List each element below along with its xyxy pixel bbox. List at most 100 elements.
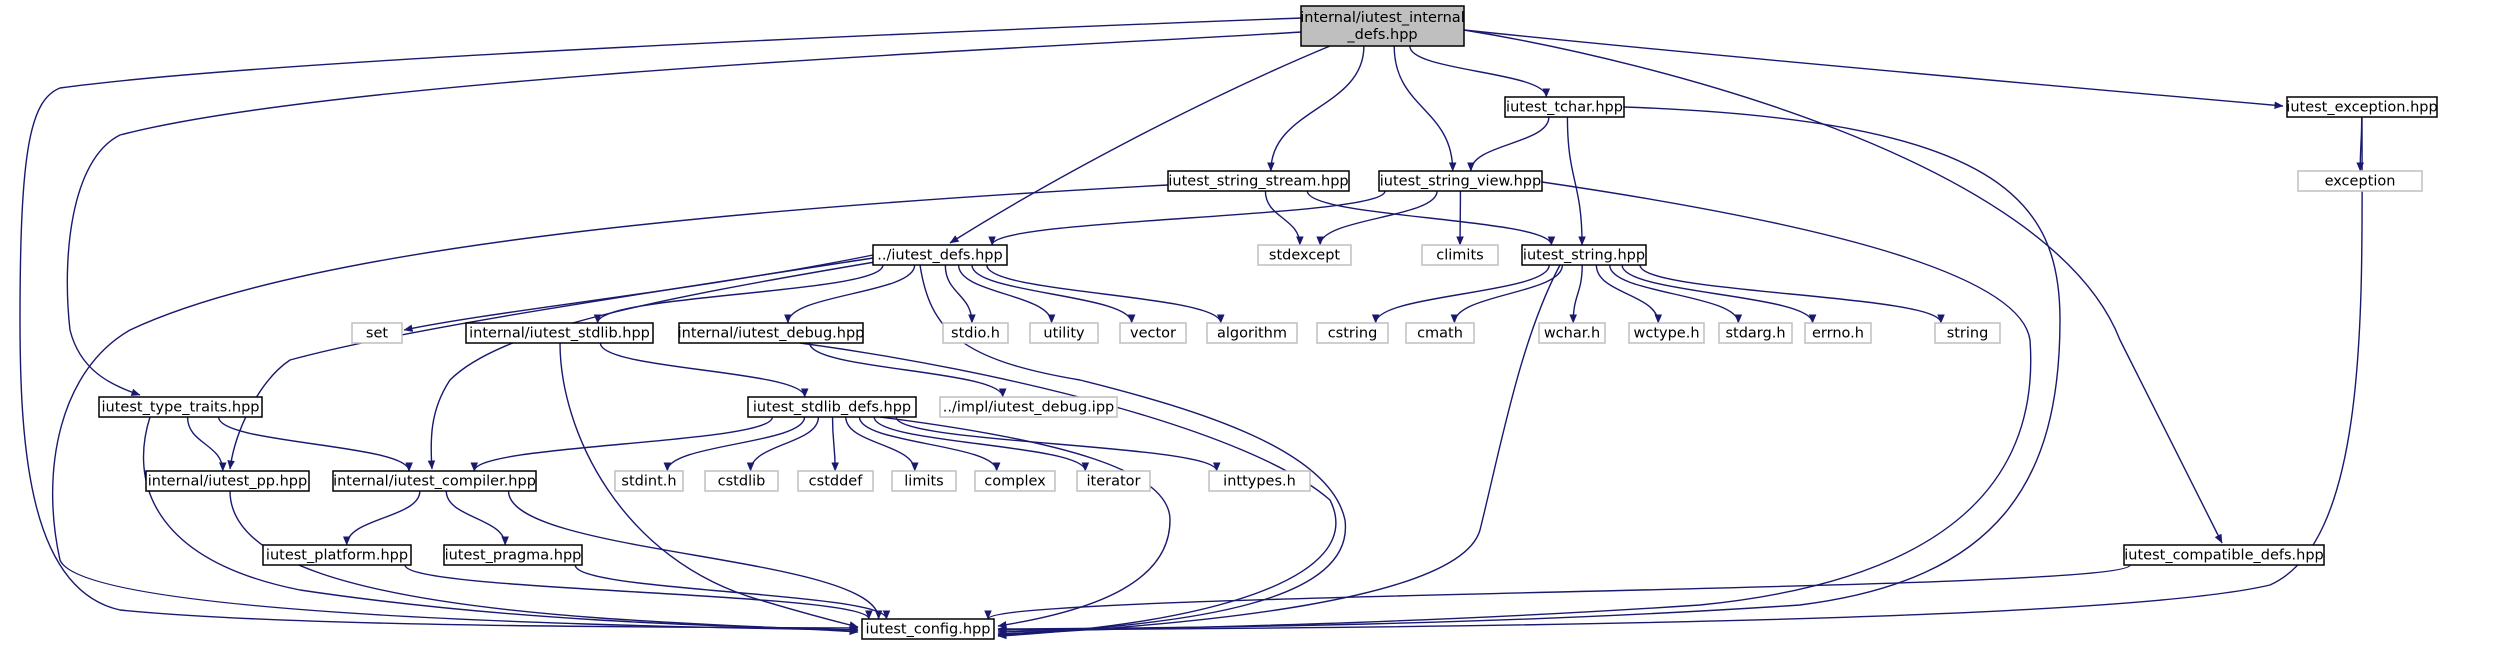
node-label: iutest_type_traits.hpp <box>102 400 260 416</box>
edge-string_hpp-to-errno <box>1621 264 1817 324</box>
edge-stdlib_hpp-to-config <box>559 342 859 629</box>
node-string-stream[interactable]: iutest_string_stream.hpp <box>1167 170 1350 192</box>
edge-compiler-to-platform <box>342 490 421 546</box>
edge-tchar-to-string_hpp <box>1566 116 1586 246</box>
edge-exception_hpp-to-config <box>997 117 2363 634</box>
node-label: internal/iutest_compiler.hpp <box>333 474 536 490</box>
node-limits: limits <box>891 470 957 492</box>
node-box <box>1421 244 1499 266</box>
node-label: cstring <box>1328 326 1378 342</box>
edge-compiler-to-pragma <box>445 490 509 546</box>
node-string-hpp[interactable]: iutest_string.hpp <box>1521 244 1647 266</box>
edge-string_hpp-to-stdarg <box>1609 264 1743 324</box>
edge-defs-to-utility <box>957 264 1056 324</box>
edge-root-to-type_traits <box>66 31 1302 396</box>
edge-string_hpp-to-cstring <box>1371 264 1550 324</box>
edge-stdlib_defs-to-inttypes <box>895 416 1221 472</box>
node-label: iutest_string.hpp <box>1523 248 1645 264</box>
node-label: errno.h <box>1812 326 1864 342</box>
node-box <box>872 244 1008 266</box>
node-label: iutest_platform.hpp <box>266 548 408 564</box>
node-box <box>2286 96 2438 118</box>
node-box <box>1504 96 1625 118</box>
edge-stdlib_defs-to-iterator <box>873 416 1090 472</box>
node-label: vector <box>1130 326 1176 342</box>
node-wchar: wchar.h <box>1538 322 1606 344</box>
edge-defs-to-set <box>403 254 874 332</box>
node-stdlib-hpp[interactable]: internal/iutest_stdlib.hpp <box>465 322 654 344</box>
edge-platform-to-config <box>404 564 873 620</box>
edge-string_hpp-to-config <box>997 264 1561 639</box>
edge-stdlib_defs-to-cstddef <box>831 416 839 472</box>
edge-debug_hpp-to-debug_ipp <box>808 342 1007 398</box>
node-label: internal/iutest_debug.hpp <box>678 326 865 342</box>
edge-string_stream-to-config <box>51 184 1169 634</box>
node-wctype: wctype.h <box>1628 322 1705 344</box>
node-compatible[interactable]: iutest_compatible_defs.hpp <box>2123 544 2325 566</box>
node-label: string <box>1947 326 1989 342</box>
node-box <box>1405 322 1475 344</box>
node-climits: climits <box>1421 244 1499 266</box>
node-stdlib-defs[interactable]: iutest_stdlib_defs.hpp <box>747 396 917 418</box>
edge-type_traits-to-compiler <box>217 416 413 472</box>
node-label: cmath <box>1417 326 1463 342</box>
edge-string_view-to-defs <box>988 190 1386 246</box>
node-tchar[interactable]: iutest_tchar.hpp <box>1504 96 1625 118</box>
node-label: iutest_string_view.hpp <box>1380 174 1541 190</box>
edge-defs-to-algorithm <box>986 264 1225 324</box>
edge-compatible-to-config <box>984 564 2131 620</box>
edge-root-to-defs <box>949 45 1331 244</box>
node-box <box>942 322 1009 344</box>
node-root[interactable]: internal/iutest_internal_defs.hpp <box>1300 5 1465 47</box>
node-label: iutest_config.hpp <box>866 622 991 638</box>
node-algorithm: algorithm <box>1206 322 1298 344</box>
node-label: stdio.h <box>951 326 1000 342</box>
node-compiler[interactable]: internal/iutest_compiler.hpp <box>332 470 537 492</box>
node-label: algorithm <box>1217 326 1287 342</box>
node-inttypes: inttypes.h <box>1208 470 1311 492</box>
node-box <box>1934 322 2001 344</box>
node-box <box>1300 5 1465 47</box>
edge-defs-to-vector <box>971 264 1136 324</box>
node-box <box>1257 244 1352 266</box>
node-debug-hpp[interactable]: internal/iutest_debug.hpp <box>678 322 865 344</box>
node-type-traits[interactable]: iutest_type_traits.hpp <box>98 396 263 418</box>
node-label: iutest_string_stream.hpp <box>1168 174 1348 190</box>
node-label: iutest_stdlib_defs.hpp <box>753 400 911 416</box>
edge-stdlib_hpp-to-stdlib_defs <box>599 342 809 398</box>
node-label: wchar.h <box>1544 326 1600 342</box>
node-platform[interactable]: iutest_platform.hpp <box>262 544 412 566</box>
edge-defs-to-stdio <box>944 264 976 324</box>
edge-root-to-exception_hpp <box>1463 29 2284 110</box>
node-exception-hpp[interactable]: iutest_exception.hpp <box>2286 96 2438 118</box>
edge-string_view-to-config <box>997 181 2032 636</box>
node-config[interactable]: iutest_config.hpp <box>861 618 995 640</box>
node-box <box>1804 322 1872 344</box>
edge-stdlib_defs-to-stdint <box>663 416 806 472</box>
node-label: cstddef <box>809 474 864 490</box>
node-cstddef: cstddef <box>797 470 874 492</box>
edge-defs-to-config <box>919 264 1347 638</box>
node-pp[interactable]: internal/iutest_pp.hpp <box>145 470 310 492</box>
edge-root-to-string_stream <box>1267 45 1365 172</box>
node-pragma[interactable]: iutest_pragma.hpp <box>443 544 583 566</box>
node-box <box>1316 322 1389 344</box>
node-label: limits <box>904 474 943 490</box>
edge-string_hpp-to-wchar <box>1569 264 1583 324</box>
node-string-view[interactable]: iutest_string_view.hpp <box>1378 170 1543 192</box>
node-exception: exception <box>2297 170 2423 192</box>
node-box <box>974 470 1056 492</box>
node-iterator: iterator <box>1076 470 1151 492</box>
node-label: complex <box>984 474 1046 490</box>
node-defs[interactable]: ../iutest_defs.hpp <box>872 244 1008 266</box>
node-box <box>1076 470 1151 492</box>
edge-type_traits-to-config <box>142 416 859 634</box>
node-box <box>1718 322 1793 344</box>
node-label: iutest_compatible_defs.hpp <box>2124 548 2323 564</box>
edge-pragma-to-config <box>574 564 891 620</box>
node-box <box>332 470 537 492</box>
edge-stdlib_defs-to-complex <box>858 416 1001 472</box>
node-box <box>1538 322 1606 344</box>
node-label: iutest_exception.hpp <box>2286 100 2437 116</box>
